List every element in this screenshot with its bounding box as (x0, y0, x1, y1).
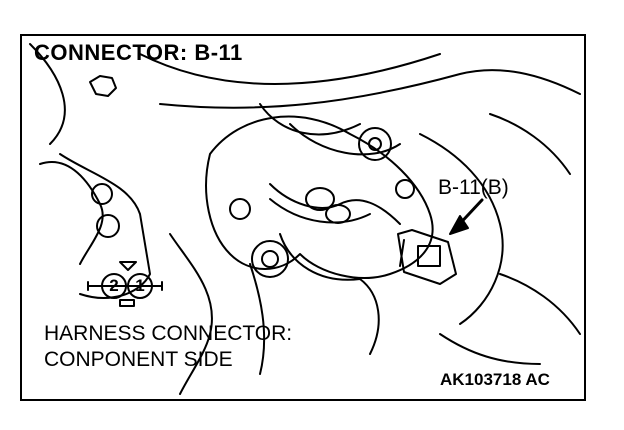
upper-body-line (139, 53, 441, 85)
bolt-left-2 (96, 214, 120, 238)
wire-harness (269, 183, 401, 225)
harness-label-line2: CONPONENT SIDE (44, 348, 233, 371)
bolt-center-1 (229, 198, 251, 220)
connector-title: CONNECTOR: B-11 (34, 40, 243, 65)
key-bottom (119, 299, 135, 307)
pin-1-circle (127, 273, 153, 299)
callout-arrow (449, 198, 484, 235)
pin-2-label: 2 (109, 276, 119, 295)
sensor-body (305, 187, 335, 211)
pin-2-circle (101, 273, 127, 299)
harness-label-line1: HARNESS CONNECTOR: (44, 322, 293, 345)
pin-1-label: 1 (135, 276, 145, 295)
figure-code: AK103718 AC (440, 370, 550, 389)
bolt-left-1 (91, 183, 113, 205)
lower-housing (279, 233, 380, 355)
boss-1 (358, 127, 392, 161)
manifold-body (205, 115, 434, 279)
figure-frame (20, 34, 586, 401)
cap-nut (89, 75, 117, 97)
connector-b11 (397, 229, 457, 285)
pin-diagram (87, 261, 163, 307)
engine-illustration (29, 43, 581, 395)
bolt-center-2 (395, 179, 415, 199)
connector-callout-label: B-11(B) (438, 176, 509, 199)
upper-body-line-2 (159, 69, 581, 109)
key-top (119, 261, 137, 271)
